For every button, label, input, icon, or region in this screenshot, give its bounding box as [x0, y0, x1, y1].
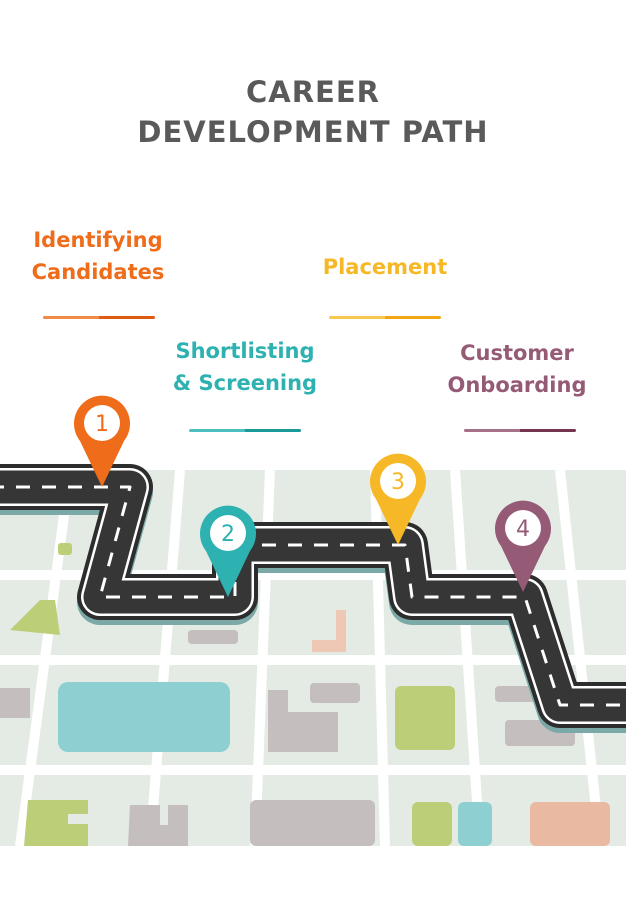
step-1-line-1: Identifying: [33, 228, 163, 252]
step-4-line-2: Onboarding: [447, 373, 587, 397]
step-3-line-1: Placement: [322, 255, 448, 279]
pin-number: 3: [391, 470, 405, 495]
pin-number: 1: [95, 412, 109, 437]
step-2-line-1: Shortlisting: [175, 339, 315, 363]
step-4-line-1: Customer: [460, 341, 574, 365]
step-1-line-2: Candidates: [31, 260, 165, 284]
road: [0, 464, 626, 733]
step-4-underline: [464, 429, 576, 432]
pin-number: 4: [516, 517, 530, 542]
map-pin-1-icon: 1: [74, 395, 130, 487]
title-line-1: CAREER: [245, 75, 380, 109]
pin-number: 2: [221, 522, 235, 547]
step-1-underline: [43, 316, 155, 319]
step-4-label: Customer Onboarding: [436, 337, 598, 401]
step-2-label: Shortlisting & Screening: [164, 335, 326, 399]
map-pin-4-icon: 4: [495, 500, 551, 592]
step-2-underline: [189, 429, 301, 432]
step-2-line-2: & Screening: [172, 371, 318, 395]
step-3-label: Placement: [305, 251, 465, 283]
map-pin-2-icon: 2: [200, 505, 257, 597]
title-line-2: DEVELOPMENT PATH: [137, 115, 489, 149]
step-1-label: Identifying Candidates: [18, 224, 178, 288]
step-3-underline: [329, 316, 441, 319]
map-pin-3-icon: 3: [370, 453, 427, 545]
